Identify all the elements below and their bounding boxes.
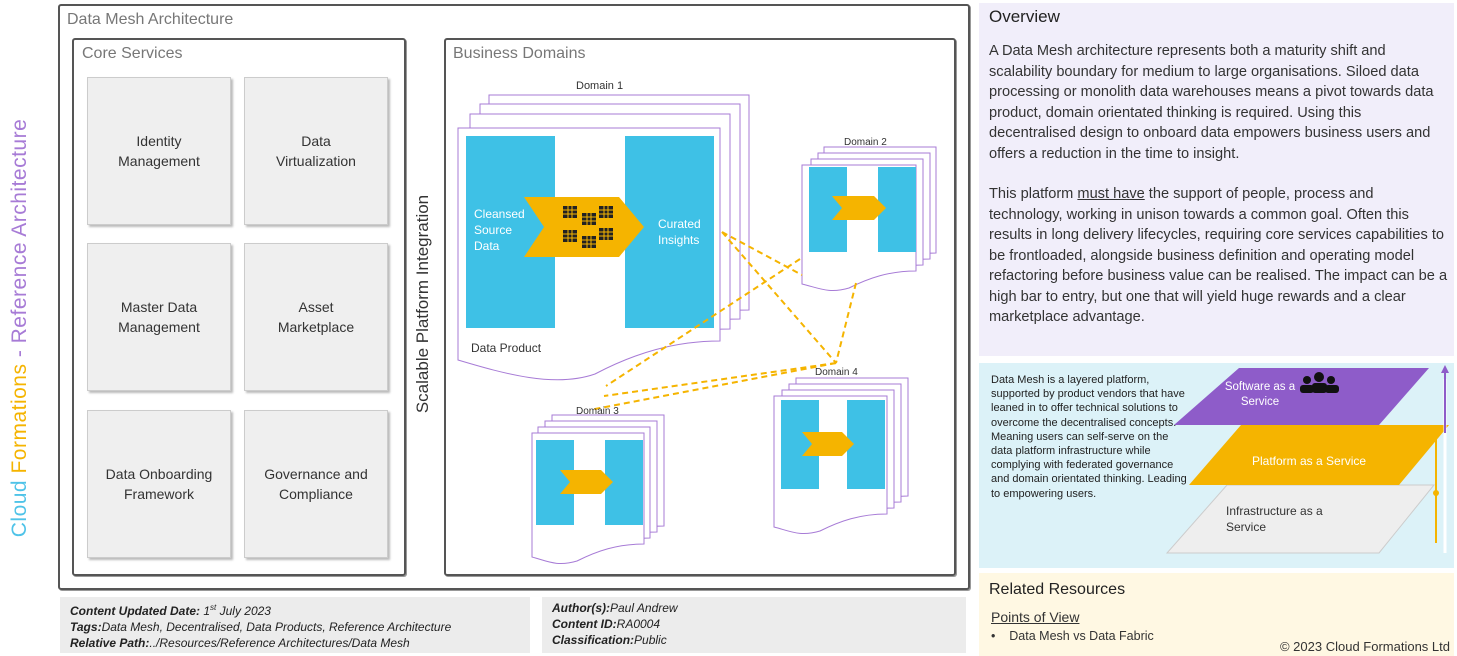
core-services-title: Core Services xyxy=(82,45,183,62)
users-icon xyxy=(1300,372,1339,393)
domain-1-label: Domain 1 xyxy=(576,80,624,92)
data-mesh-architecture-frame xyxy=(58,4,970,590)
points-of-view-link[interactable]: Points of View xyxy=(991,609,1080,625)
domain-4-label: Domain 4 xyxy=(815,367,858,378)
content-id-label: Content ID: xyxy=(552,617,617,631)
service-master-data-management: Master Data Management xyxy=(87,243,231,391)
overview-paragraph-2: This platform must have the support of p… xyxy=(989,184,1449,328)
service-data-onboarding-framework: Data Onboarding Framework xyxy=(87,410,231,558)
updated-ordinal: st xyxy=(210,603,217,612)
overview-p2-after: the support of people, process and techn… xyxy=(989,186,1448,325)
related-item-data-mesh-vs-fabric[interactable]: • Data Mesh vs Data Fabric xyxy=(991,629,1154,643)
domain-connectors xyxy=(589,231,857,411)
domain-4-document xyxy=(773,377,909,534)
integration-label: Scalable Platform Integration xyxy=(413,194,432,414)
overview-panel: Overview A Data Mesh architecture repres… xyxy=(979,3,1454,356)
overview-p2-emphasis: must have xyxy=(1077,186,1145,202)
domain-1-document xyxy=(457,94,750,381)
service-data-virtualization: Data Virtualization xyxy=(244,77,388,225)
data-product-label: Data Product xyxy=(471,341,542,355)
domains-diagram xyxy=(457,94,937,564)
classification-value: Public xyxy=(634,633,667,647)
overview-paragraph-1: A Data Mesh architecture represents both… xyxy=(989,43,1434,162)
related-resources-panel: Related Resources Points of View • Data … xyxy=(979,573,1454,656)
service-label: Asset Marketplace xyxy=(277,299,355,335)
domain-2-document xyxy=(801,146,937,291)
author: Author(s):Paul Andrew xyxy=(552,600,956,616)
domain-2-label: Domain 2 xyxy=(844,137,887,148)
author-label: Author(s): xyxy=(552,601,610,615)
iaas-label: Infrastructure as a Service xyxy=(1226,504,1323,534)
title-formations: Formations xyxy=(8,363,31,474)
related-item-label: Data Mesh vs Data Fabric xyxy=(1009,629,1154,643)
service-governance-and-compliance: Governance and Compliance xyxy=(244,410,388,558)
tags-value: Data Mesh, Decentralised, Data Products,… xyxy=(101,620,452,634)
classification: Classification:Public xyxy=(552,632,956,648)
service-asset-marketplace: Asset Marketplace xyxy=(244,243,388,391)
updated-date: Content Updated Date: 1st July 2023 xyxy=(70,600,520,619)
domain-3-document xyxy=(531,414,665,564)
related-resources-title: Related Resources xyxy=(989,581,1126,598)
updated-day: 1 xyxy=(203,604,211,618)
updated-date-label: Content Updated Date: xyxy=(70,604,200,618)
source-data-label: Cleansed Source Data xyxy=(474,207,525,253)
content-id-value: RA0004 xyxy=(616,617,661,631)
path-value: ../Resources/Reference Architectures/Dat… xyxy=(149,636,410,650)
service-label: Data Virtualization xyxy=(276,133,356,169)
domain-3-label: Domain 3 xyxy=(576,406,619,417)
overview-text: A Data Mesh architecture represents both… xyxy=(989,41,1449,328)
service-identity-management: Identity Management xyxy=(87,77,231,225)
classification-label: Classification: xyxy=(552,633,635,647)
business-domains-title: Business Domains xyxy=(453,45,586,62)
architecture-title: Data Mesh Architecture xyxy=(67,11,234,28)
vertical-site-title: Cloud Formations - Reference Architectur… xyxy=(4,0,36,656)
updated-rest: July 2023 xyxy=(216,604,271,618)
saas-label: Software as a Service xyxy=(1224,381,1296,408)
service-label: Data Onboarding Framework xyxy=(105,466,213,502)
service-label: Governance and Compliance xyxy=(264,466,368,502)
core-services-frame xyxy=(72,38,406,576)
author-value: Paul Andrew xyxy=(609,601,678,615)
title-reference-architecture: - Reference Architecture xyxy=(8,118,31,364)
metadata-left: Content Updated Date: 1st July 2023 Tags… xyxy=(60,597,530,653)
relative-path: Relative Path:../Resources/Reference Arc… xyxy=(70,635,520,651)
title-cloud: Cloud xyxy=(8,479,31,538)
layers-description: Data Mesh is a layered platform, support… xyxy=(991,374,1187,500)
metadata-right: Author(s):Paul Andrew Content ID:RA0004 … xyxy=(542,597,966,653)
content-id: Content ID:RA0004 xyxy=(552,616,956,632)
paas-label: Platform as a Service xyxy=(1252,454,1367,468)
layers-diagram xyxy=(1165,365,1449,554)
overview-title: Overview xyxy=(989,7,1060,26)
copyright: © 2023 Cloud Formations Ltd xyxy=(1279,639,1450,654)
service-label: Identity Management xyxy=(118,133,200,169)
path-label: Relative Path: xyxy=(70,636,150,650)
business-domains-frame xyxy=(444,38,956,576)
tags-label: Tags: xyxy=(70,620,102,634)
platform-layers-panel: Data Mesh is a layered platform, support… xyxy=(979,363,1454,568)
curated-insights-label: Curated Insights xyxy=(658,217,701,247)
tags: Tags:Data Mesh, Decentralised, Data Prod… xyxy=(70,619,520,635)
service-label: Master Data Management xyxy=(118,299,200,335)
overview-p2-before: This platform xyxy=(989,186,1078,202)
